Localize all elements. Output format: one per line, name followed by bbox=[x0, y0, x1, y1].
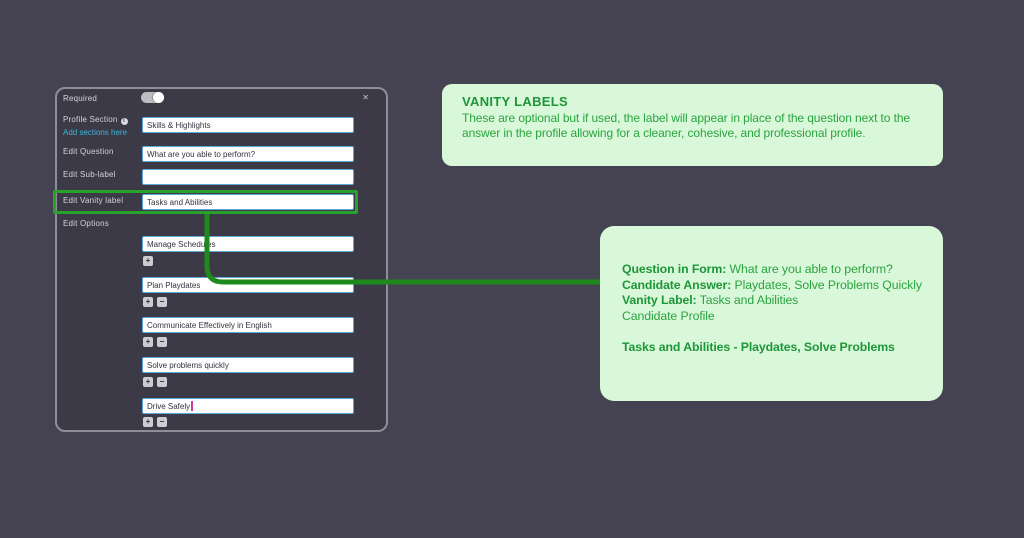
required-label: Required bbox=[63, 94, 98, 103]
edit-vanity-label: Edit Vanity label bbox=[63, 196, 124, 205]
edit-sublabel-input[interactable] bbox=[142, 169, 354, 185]
vanity-labels-callout: VANITY LABELS These are optional but if … bbox=[442, 84, 943, 166]
option-input-5-text: Drive Safely bbox=[147, 401, 191, 411]
add-option-icon[interactable]: + bbox=[143, 256, 153, 266]
add-option-icon[interactable]: + bbox=[143, 377, 153, 387]
toggle-knob-icon bbox=[153, 92, 164, 103]
add-option-icon[interactable]: + bbox=[143, 337, 153, 347]
edit-options-label: Edit Options bbox=[63, 219, 109, 228]
option-input-5[interactable]: Drive Safely bbox=[142, 398, 354, 414]
add-sections-link[interactable]: Add sections here bbox=[63, 128, 128, 137]
remove-option-icon[interactable]: − bbox=[157, 417, 167, 427]
vanity-row-highlight bbox=[53, 190, 358, 214]
vanity-label-line: Vanity Label: Tasks and Abilities bbox=[622, 293, 799, 308]
close-icon[interactable]: ✕ bbox=[362, 93, 369, 102]
option-3-buttons: + − bbox=[143, 337, 167, 347]
callout-title: VANITY LABELS bbox=[462, 94, 568, 109]
remove-option-icon[interactable]: − bbox=[157, 337, 167, 347]
example-callout: Question in Form: What are you able to p… bbox=[600, 226, 943, 401]
remove-option-icon[interactable]: − bbox=[157, 297, 167, 307]
option-5-buttons: + − bbox=[143, 417, 167, 427]
option-input-2[interactable] bbox=[142, 277, 354, 293]
required-toggle[interactable] bbox=[141, 92, 164, 103]
option-2-buttons: + − bbox=[143, 297, 167, 307]
edit-sublabel-label: Edit Sub-label bbox=[63, 170, 116, 179]
edit-vanity-input[interactable] bbox=[142, 194, 354, 210]
edit-question-label: Edit Question bbox=[63, 147, 114, 156]
option-input-3[interactable] bbox=[142, 317, 354, 333]
profile-preview-line: Tasks and Abilities - Playdates, Solve P… bbox=[622, 340, 895, 355]
profile-section-input[interactable] bbox=[142, 117, 354, 133]
add-option-icon[interactable]: + bbox=[143, 417, 153, 427]
text-caret bbox=[191, 401, 193, 411]
option-input-1[interactable] bbox=[142, 236, 354, 252]
callout-body: These are optional but if used, the labe… bbox=[462, 111, 910, 141]
candidate-profile-line: Candidate Profile bbox=[622, 308, 715, 323]
option-4-buttons: + − bbox=[143, 377, 167, 387]
candidate-answer-line: Candidate Answer: Playdates, Solve Probl… bbox=[622, 277, 922, 292]
remove-option-icon[interactable]: − bbox=[157, 377, 167, 387]
option-input-4[interactable] bbox=[142, 357, 354, 373]
option-1-buttons: + bbox=[143, 256, 153, 266]
info-icon: i bbox=[120, 118, 128, 125]
add-option-icon[interactable]: + bbox=[143, 297, 153, 307]
edit-question-input[interactable] bbox=[142, 146, 354, 162]
question-in-form-line: Question in Form: What are you able to p… bbox=[622, 262, 893, 276]
